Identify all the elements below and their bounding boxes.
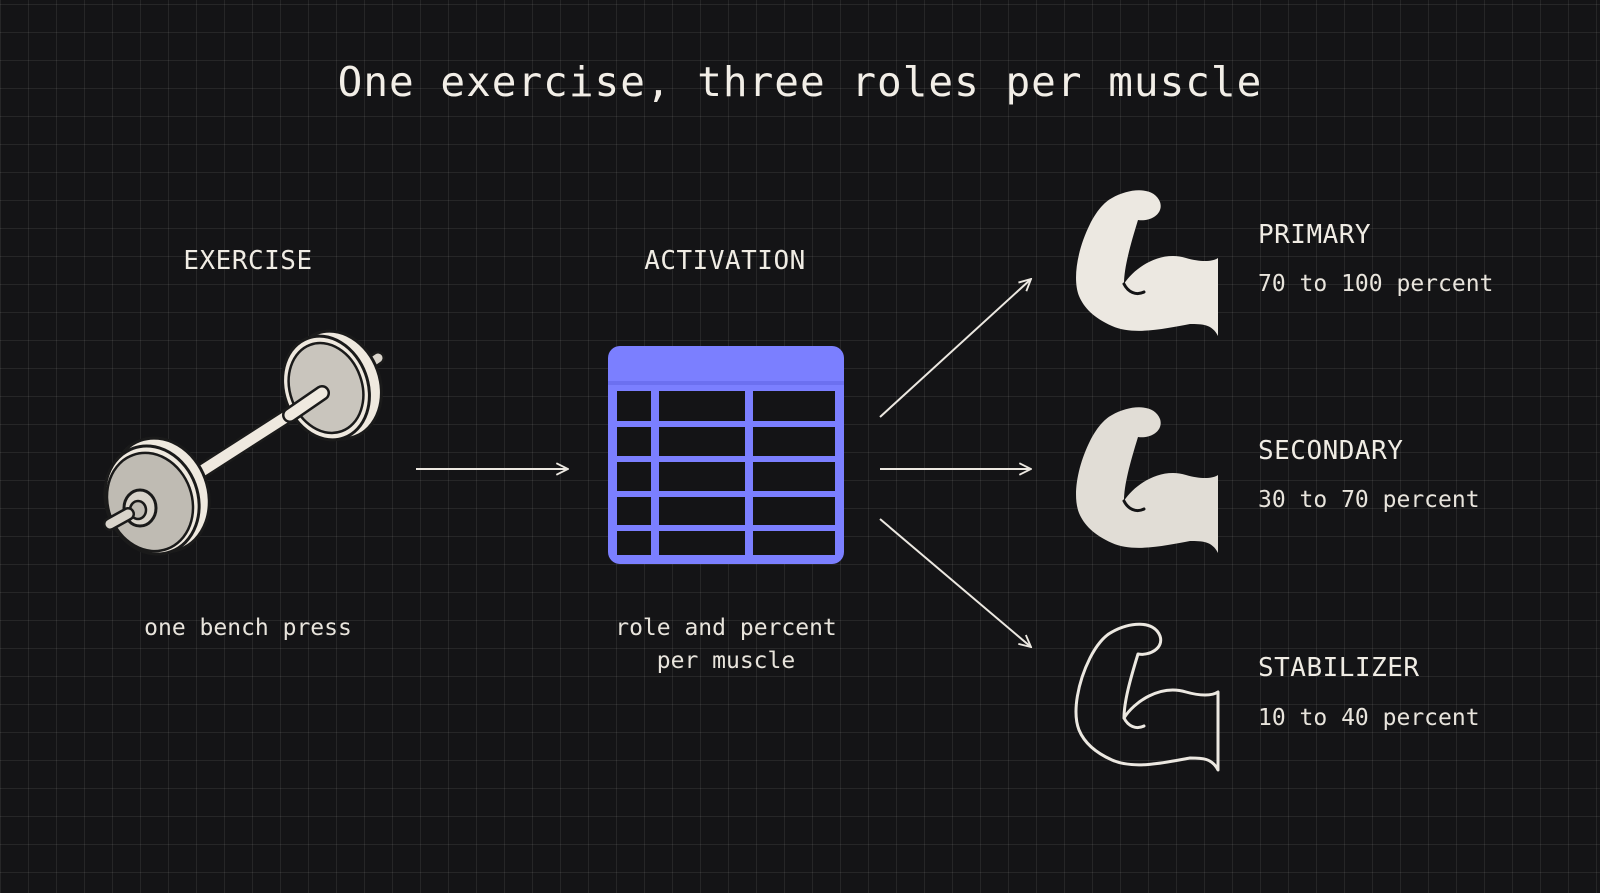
flexed-bicep-outline-icon — [1074, 622, 1220, 772]
flexed-bicep-solid-icon — [1076, 407, 1218, 553]
role-name-primary: PRIMARY — [1258, 220, 1372, 250]
role-range-secondary: 30 to 70 percent — [1258, 487, 1480, 513]
activation-label: ACTIVATION — [644, 246, 806, 276]
diagram-title: One exercise, three roles per muscle — [337, 58, 1263, 106]
activation-caption-line1: role and percent — [615, 615, 837, 641]
role-range-primary: 70 to 100 percent — [1258, 271, 1494, 297]
exercise-caption: one bench press — [144, 615, 352, 641]
role-name-secondary: SECONDARY — [1258, 436, 1404, 466]
role-range-stabilizer: 10 to 40 percent — [1258, 705, 1480, 731]
role-name-stabilizer: STABILIZER — [1258, 653, 1420, 683]
activation-caption-line2: per muscle — [656, 648, 796, 674]
activation-caption: role and percent per muscle — [576, 612, 876, 678]
barbell-icon — [103, 329, 385, 556]
exercise-label: EXERCISE — [183, 246, 313, 276]
table-icon — [608, 346, 844, 564]
arrow-to-primary — [879, 279, 1031, 418]
arrow-to-stabilizer — [879, 518, 1031, 647]
flexed-bicep-solid-icon — [1076, 190, 1218, 336]
